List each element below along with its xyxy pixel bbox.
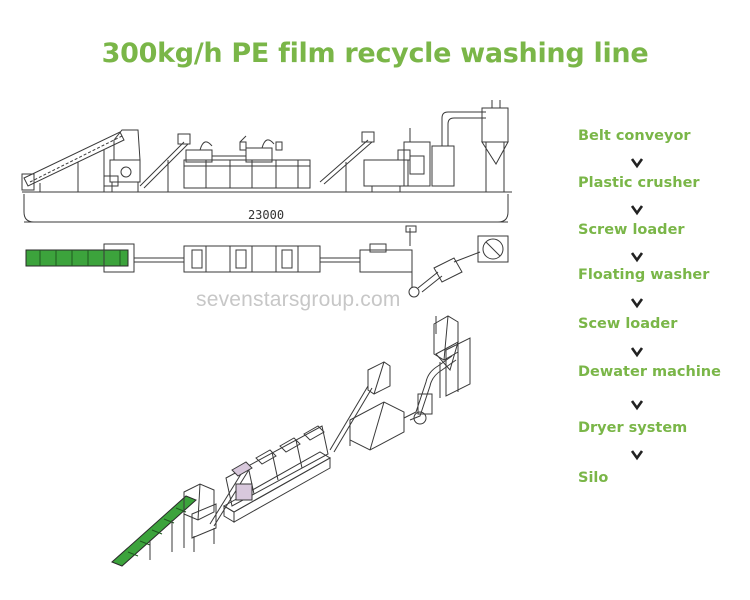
3d-floating-washer <box>223 425 331 523</box>
side-silo <box>481 100 509 192</box>
side-dryer-system <box>409 111 486 187</box>
plan-silo <box>477 235 509 263</box>
chevron-down-icon <box>630 400 644 411</box>
side-dewater-machine <box>363 141 431 192</box>
step-dewater-machine: Dewater machine <box>578 364 721 380</box>
3d-dryer-system <box>403 355 457 425</box>
plan-view <box>25 225 509 298</box>
side-view <box>21 100 512 223</box>
plan-belt-conveyor <box>25 243 135 273</box>
step-belt-conveyor: Belt conveyor <box>578 128 691 144</box>
3d-crusher <box>183 483 217 552</box>
step-scew-loader: Scew loader <box>578 316 678 332</box>
dimension-line <box>23 194 509 223</box>
plan-dryer <box>433 251 481 283</box>
chevron-down-icon <box>630 347 644 358</box>
plan-washer <box>176 245 321 273</box>
chevron-down-icon <box>630 298 644 309</box>
step-floating-washer: Floating washer <box>578 267 710 283</box>
side-floating-washers <box>183 135 311 189</box>
side-belt-conveyor <box>21 131 125 192</box>
page-title: 300kg/h PE film recycle washing line <box>101 38 649 69</box>
watermark: sevenstarsgroup.com <box>196 288 401 311</box>
chevron-down-icon <box>630 252 644 263</box>
chevron-down-icon <box>630 158 644 169</box>
chevron-down-icon <box>630 205 644 216</box>
3d-silo <box>433 315 471 398</box>
step-silo: Silo <box>578 470 609 486</box>
plan-dewater <box>359 225 443 298</box>
3d-screw-loader-1 <box>209 465 251 527</box>
chevron-down-icon <box>630 450 644 461</box>
perspective-view <box>111 315 471 567</box>
side-crusher <box>103 129 141 192</box>
step-plastic-crusher: Plastic crusher <box>578 175 700 191</box>
3d-dewater-machine <box>349 361 405 451</box>
step-screw-loader: Screw loader <box>578 222 685 238</box>
3d-belt-conveyor <box>111 495 197 567</box>
step-dryer-system: Dryer system <box>578 420 688 436</box>
side-screw-loader-1 <box>139 133 191 192</box>
side-screw-loader-2 <box>319 131 375 192</box>
